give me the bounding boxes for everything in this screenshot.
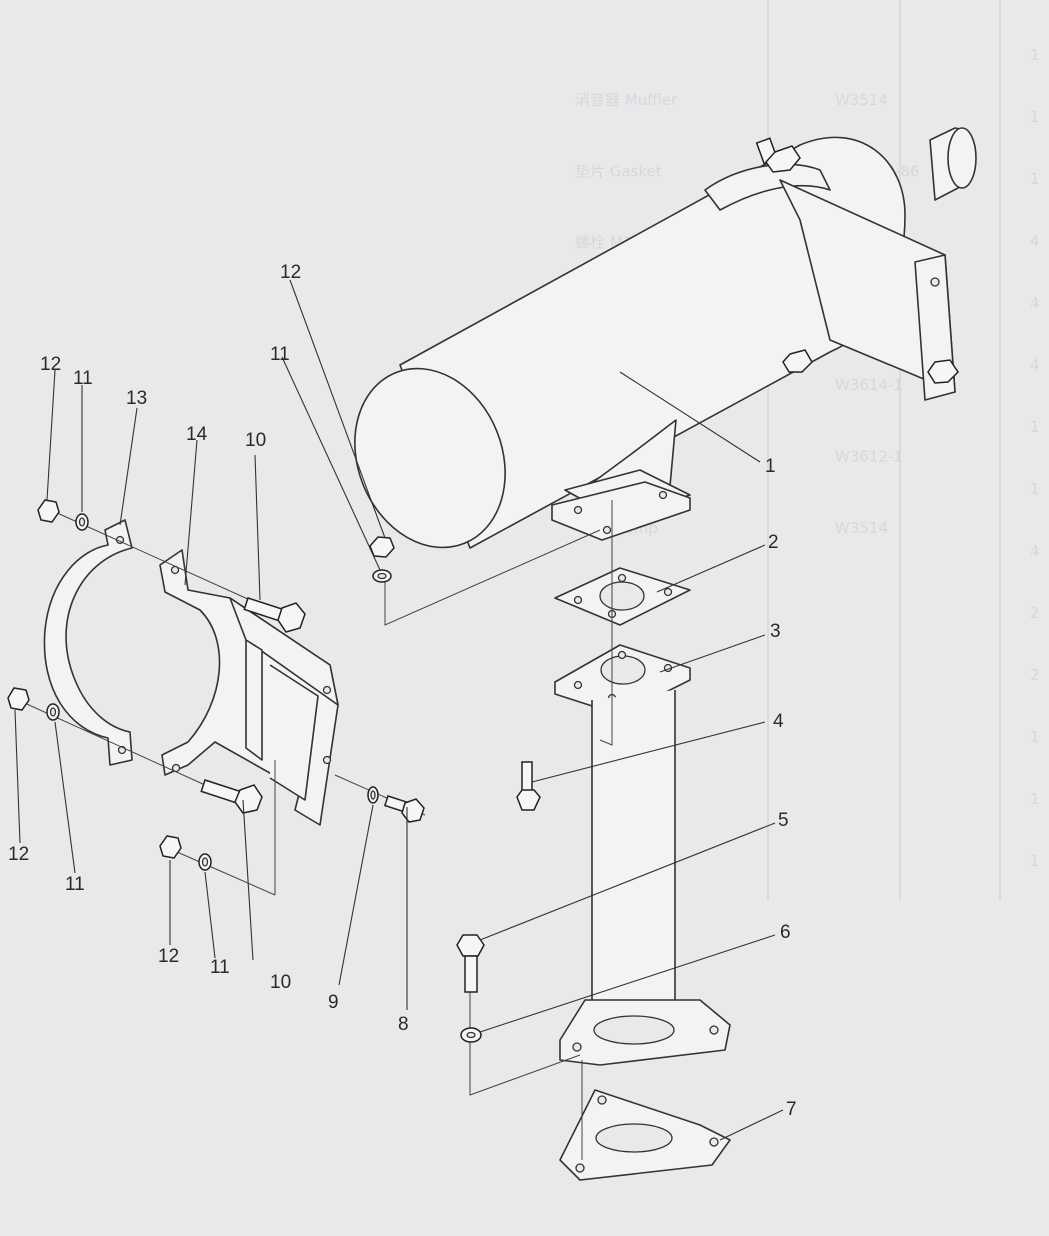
assembly-axis-lines	[17, 500, 613, 1160]
backprint-qty: 2	[1030, 604, 1040, 622]
part-label-7: 7	[786, 1099, 797, 1120]
part-label-5: 5	[778, 810, 789, 831]
part-number-callouts: 1 2 3 4 5 6 7 8 9 10 10 11 11 11 11 12 1…	[8, 262, 797, 1120]
backprint-qty: 1	[1030, 418, 1040, 436]
exhaust-pipe	[559, 690, 731, 1066]
part-label-3: 3	[770, 621, 781, 642]
bolt-4	[516, 761, 541, 811]
part-label-11-top: 11	[73, 368, 93, 389]
backprint-qty: 4	[1030, 294, 1040, 312]
nut-12-b	[7, 687, 30, 711]
nut-12-c	[159, 835, 182, 859]
part-label-12-bottom: 12	[158, 946, 179, 967]
backprint-code: W3614-1	[835, 376, 903, 394]
bolt-5	[456, 934, 485, 993]
backprint-qty: 2	[1030, 666, 1040, 684]
backprint-qty: 4	[1030, 356, 1040, 374]
backprint-description: 垫片 Gasket	[575, 162, 662, 180]
backprint-code: W3514	[835, 91, 888, 109]
backprint-code: W3612-1	[835, 448, 903, 466]
nut-12-a	[37, 499, 60, 523]
part-label-1: 1	[765, 456, 776, 477]
backprint-qty: 1	[1030, 728, 1040, 746]
part-label-9: 9	[328, 992, 339, 1013]
bolt-8	[383, 795, 425, 823]
backprint-qty: 4	[1030, 232, 1040, 250]
backprint-qty: 1	[1030, 108, 1040, 126]
part-label-4: 4	[773, 711, 784, 732]
nut-12-d	[369, 536, 395, 558]
backprint-description: 消音器 Muffler	[575, 91, 678, 109]
backprint-qty: 1	[1030, 790, 1040, 808]
part-label-11-left: 11	[65, 874, 85, 895]
part-label-11-mid: 11	[270, 344, 290, 365]
exhaust-gasket	[554, 567, 691, 626]
clamp-band	[43, 519, 133, 766]
part-label-8: 8	[398, 1014, 409, 1035]
muffler-body	[354, 127, 977, 549]
backprint-qty: 1	[1030, 852, 1040, 870]
leader-lines	[14, 279, 784, 1141]
backprint-qty: 1	[1030, 46, 1040, 64]
part-label-12-mid: 12	[280, 262, 301, 283]
support-bracket	[159, 549, 339, 826]
part-label-14: 14	[186, 424, 208, 445]
triangular-gasket	[559, 1089, 731, 1181]
bolt-10-a	[243, 597, 306, 633]
part-label-10-upper: 10	[245, 430, 266, 451]
part-label-11-bottom: 11	[210, 957, 230, 978]
part-label-6: 6	[780, 922, 791, 943]
part-label-2: 2	[768, 532, 779, 553]
part-label-10-lower: 10	[270, 972, 291, 993]
backprint-qty: 1	[1030, 480, 1040, 498]
backprint-qty: 1	[1030, 170, 1040, 188]
bolt-10-b	[200, 779, 263, 814]
backprint-code: W3514	[835, 519, 888, 537]
backprint-qty: 4	[1030, 542, 1040, 560]
part-label-12-top: 12	[40, 354, 61, 375]
part-label-12-left: 12	[8, 844, 29, 865]
part-label-13: 13	[126, 388, 147, 409]
